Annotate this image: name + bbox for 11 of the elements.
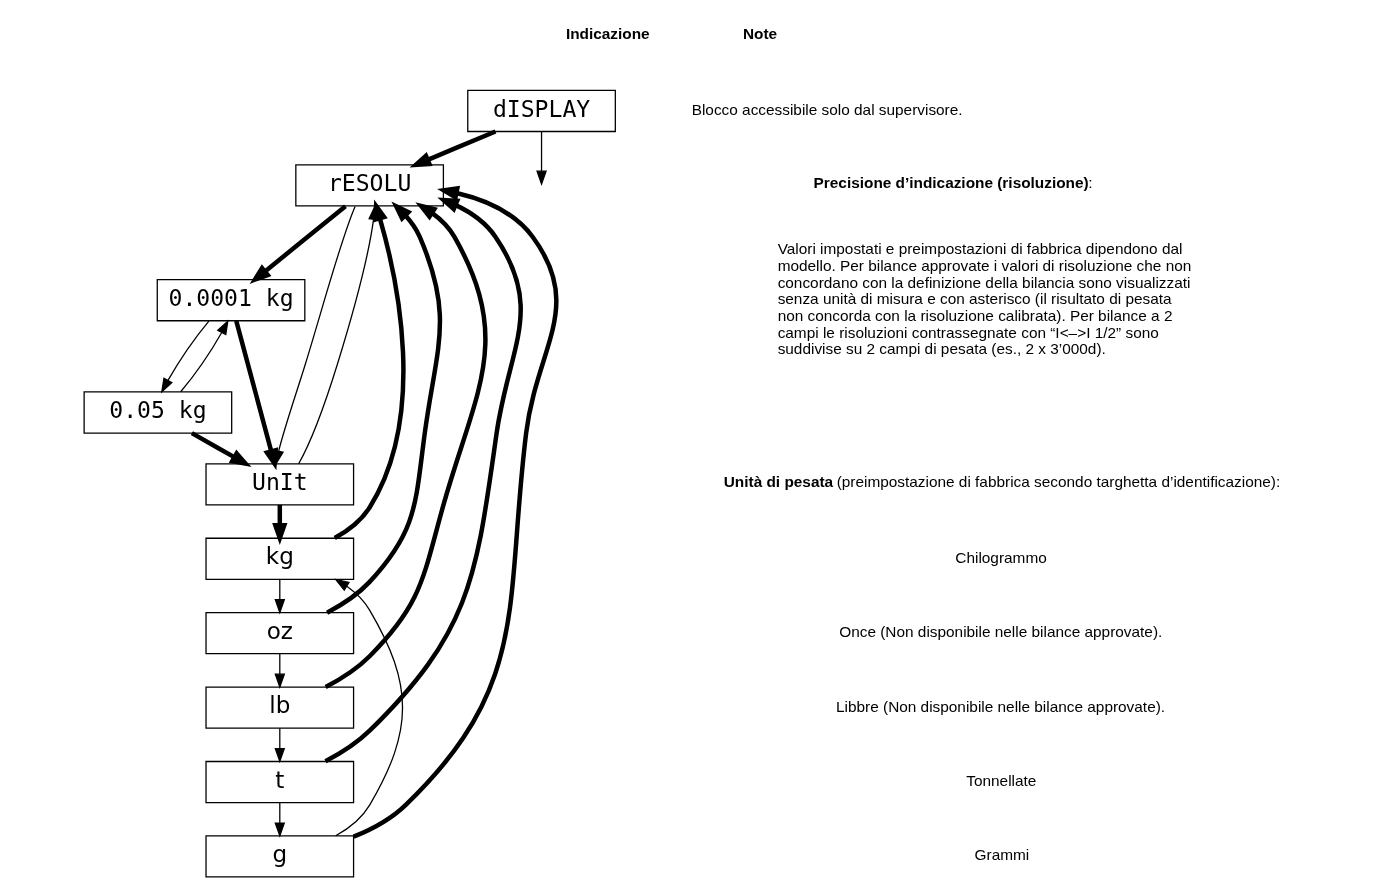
label: Once (Non disponibile nelle bilance approvate). [838, 623, 1162, 641]
label: Libbre (Non disponibile nelle bilance approvate). [835, 697, 1165, 715]
label: Note [742, 25, 777, 43]
label: Unità di pesata (preimpostazione di fabbrica secondo targhetta d’identificazione): [723, 473, 1280, 491]
label: Precisione d’indicazione (risoluzione): [813, 174, 1092, 192]
label: Tonnellate [965, 772, 1036, 789]
label: Chilogrammo [954, 548, 1047, 566]
label: Valori impostati e preimpostazioni di fabbrica dipendono dal modello. Per bilance approvate i valori di risoluzione che non concordano con la definizione della bilancia sono visualizzati senza unità di misura e con asterisco (il risultato di pesata non concorda con la risoluzione calibrata). Per bilance a 2 campi le risoluzioni contrassegnate con “I<–>I 1/2” sono suddivise su 2 campi di pesata (es., 2 x 3’000d). [777, 240, 1191, 358]
label: Indicazione [565, 25, 650, 43]
label: Grammi [974, 846, 1029, 864]
label: Blocco accessibile solo dal supervisore. [691, 100, 963, 118]
